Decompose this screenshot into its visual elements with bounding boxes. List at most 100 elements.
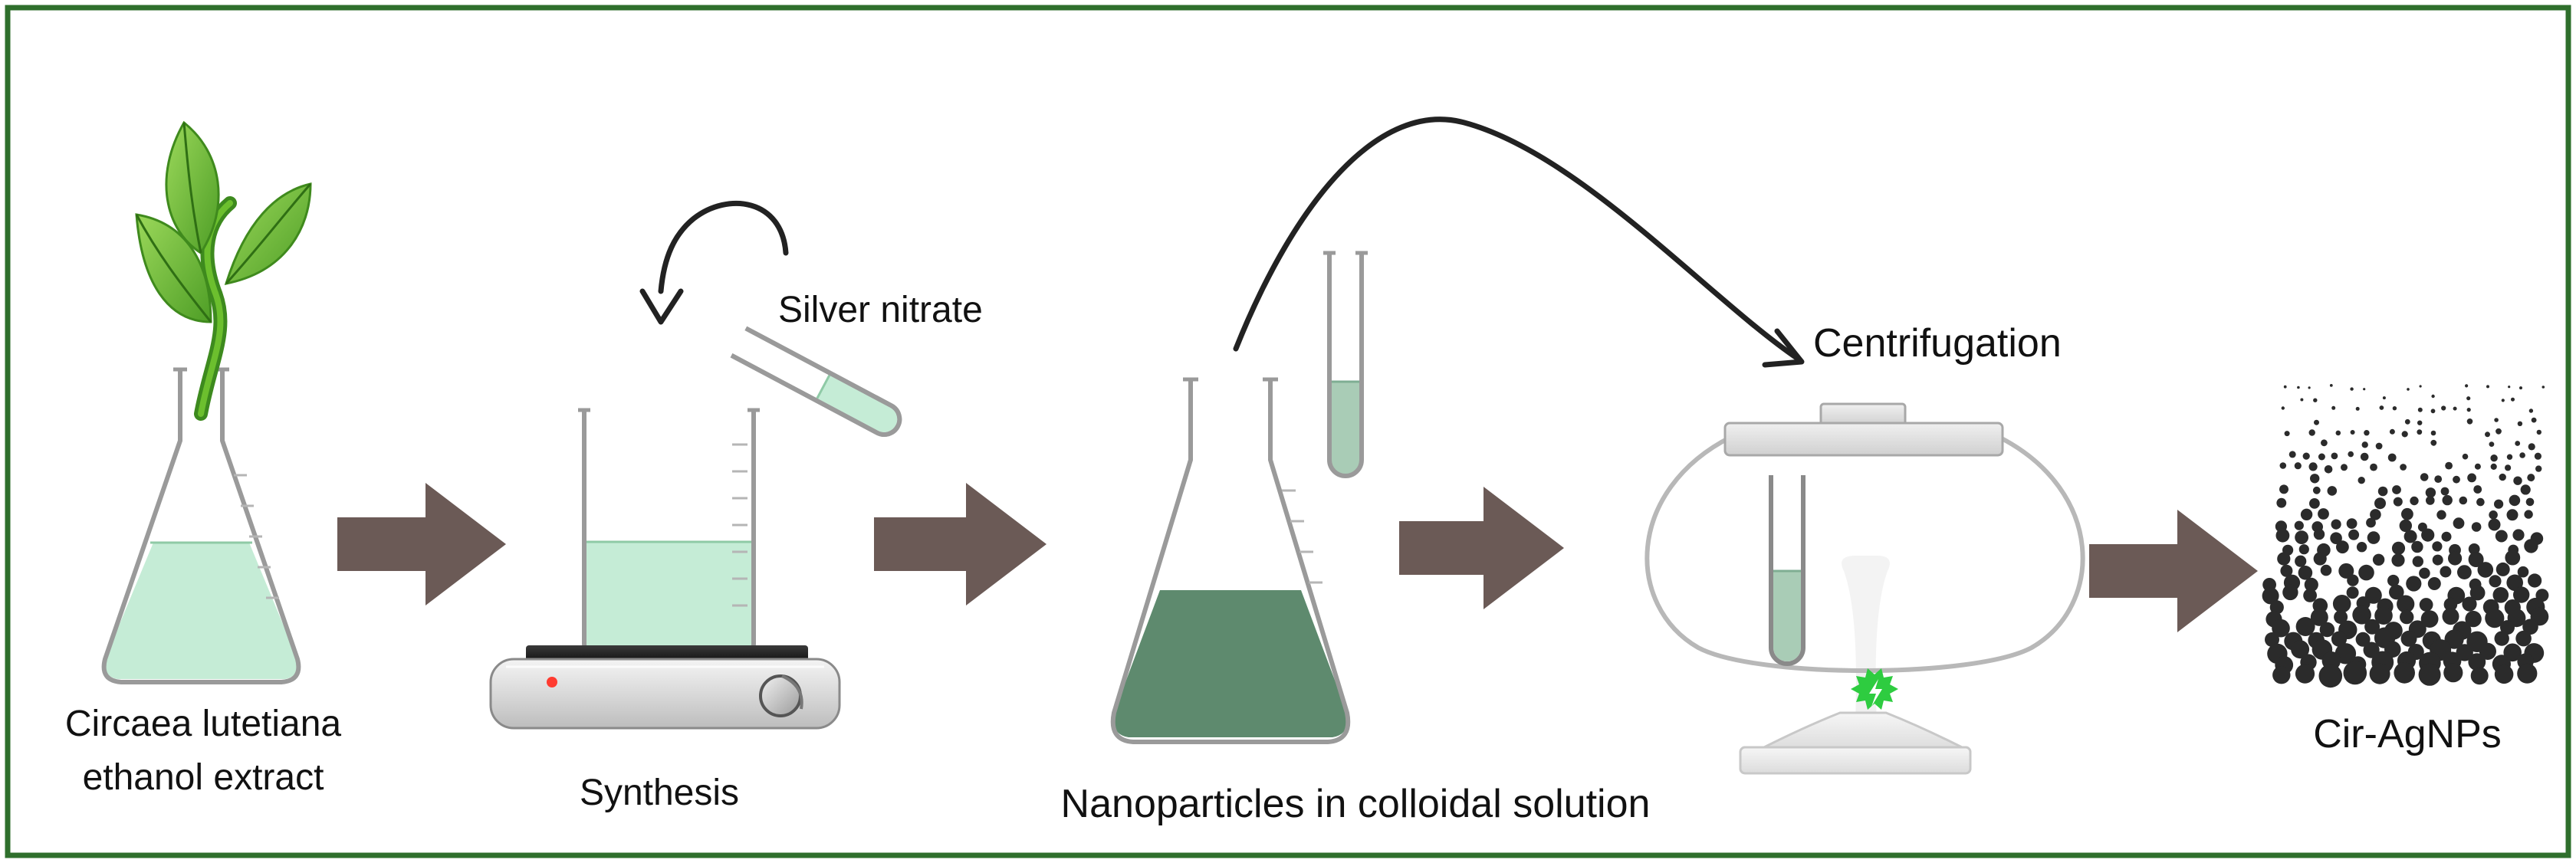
particle [2509,494,2521,507]
flow-arrow-3 [1399,487,1564,609]
particle [2513,586,2530,603]
particle [2465,384,2469,388]
particle [2387,574,2400,587]
particle [2363,388,2366,391]
particle [2492,587,2509,603]
particle [2298,566,2313,580]
particle [2346,518,2358,529]
particle [2318,664,2343,688]
particle [2313,398,2318,402]
particle [2494,418,2499,422]
particle [2489,441,2495,447]
particle [2295,530,2309,544]
particle [2465,610,2482,628]
particle [2417,429,2423,435]
particle [2471,522,2482,532]
particle [2496,562,2510,576]
particle [2352,605,2371,625]
particle [2265,632,2279,647]
particle [2442,608,2459,625]
particle [2348,529,2360,540]
synthesis-label: Synthesis [580,773,739,813]
particle [2303,589,2318,602]
particle [2505,550,2521,566]
particle [2495,530,2508,543]
particle [2262,587,2279,605]
particle [2419,567,2430,579]
particle [2275,528,2290,543]
particle [2420,610,2439,628]
centrifugation-label: Centrifugation [1813,321,2062,366]
particle [2304,577,2318,592]
test-tube-icon [730,326,902,437]
particle [2331,405,2336,410]
particle [2331,631,2348,647]
particle [2474,463,2481,470]
flask-icon [104,543,298,679]
extract-label-line1: Circaea lutetiana [65,704,342,744]
particle [2389,428,2395,435]
particle [2279,462,2287,469]
flow-arrow-4 [2089,510,2258,632]
particle [2407,388,2410,391]
transfer-arrow [1233,116,1805,368]
particle [2469,585,2486,601]
particle [2302,452,2310,460]
knob [759,674,802,717]
particle [2528,573,2542,588]
particle [2300,508,2313,520]
particle [2485,609,2505,628]
pour-arrow [639,201,789,325]
product-label: Cir-AgNPs [2313,712,2502,756]
particle [2519,452,2525,458]
particle [2346,586,2359,599]
particle [2406,576,2422,592]
particle [2310,474,2320,484]
particle [2531,417,2537,423]
particle [2441,531,2452,542]
particle [2506,509,2518,521]
particle [2295,664,2315,684]
particle [2389,584,2404,600]
particle [2500,620,2515,635]
particle [2462,453,2469,460]
particle [2343,661,2367,685]
beaker-icon [586,542,752,648]
particle [2535,465,2542,472]
particle [2400,609,2414,625]
particle [2488,518,2501,531]
particle [2542,386,2545,389]
particle [2489,575,2502,588]
particle [2319,622,2335,638]
particle [2358,564,2374,581]
particle [2517,421,2523,426]
particle [2494,499,2504,509]
particle [2462,596,2477,612]
particle [2494,631,2509,646]
particle [2324,465,2333,474]
particle [2411,540,2423,553]
flow-arrow-1 [337,483,506,605]
particle [2520,484,2531,495]
particle [2453,475,2460,484]
particle [2503,643,2522,662]
particle [2360,452,2369,461]
silver-nitrate-label: Silver nitrate [778,290,983,330]
particle [2490,463,2497,471]
particle [2432,541,2443,552]
particle [2364,586,2382,604]
particle [2485,432,2490,438]
particle [2348,451,2354,458]
particle [2355,632,2371,647]
particle [2295,617,2315,636]
particle [2404,530,2417,543]
particle [2473,485,2482,494]
particle [2377,486,2388,497]
particle [2391,553,2405,567]
particle [2517,566,2529,578]
particle [2400,630,2417,647]
particle [2313,528,2325,540]
particle [2430,430,2436,436]
particle [2331,452,2338,460]
particle [2309,498,2320,509]
